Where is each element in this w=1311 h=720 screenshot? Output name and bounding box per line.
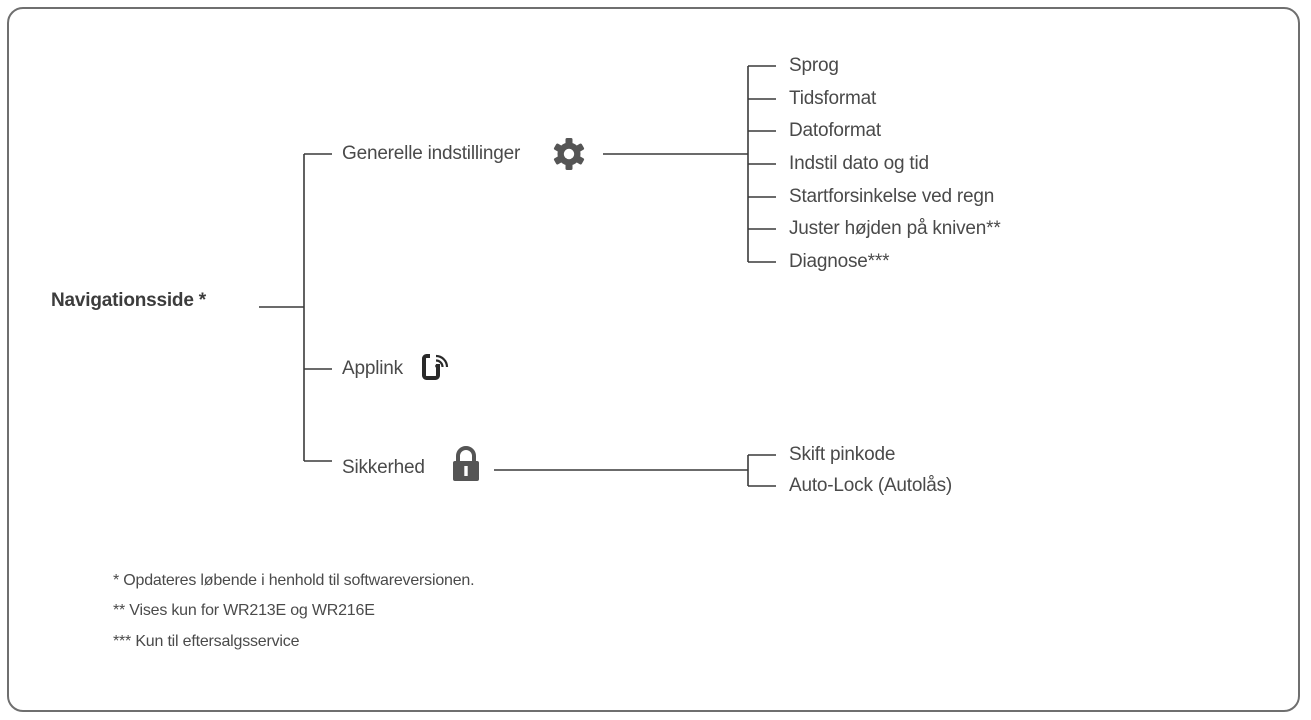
- branch-general-settings: Generelle indstillinger: [342, 143, 521, 164]
- child-diagnosis: Diagnose***: [789, 251, 890, 272]
- child-change-pin: Skift pinkode: [789, 444, 896, 465]
- branch-security: Sikkerhed: [342, 457, 425, 478]
- child-date-format: Datoformat: [789, 120, 881, 141]
- lock-icon: [453, 446, 479, 481]
- child-language: Sprog: [789, 55, 839, 76]
- phone-signal-icon: [422, 354, 449, 380]
- child-time-format: Tidsformat: [789, 88, 877, 109]
- child-rain-delay: Startforsinkelse ved regn: [789, 186, 995, 207]
- child-blade-height: Juster højden på kniven**: [789, 218, 1001, 239]
- footnote-3: *** Kun til eftersalgsservice: [113, 633, 300, 650]
- footnote-2: ** Vises kun for WR213E og WR216E: [113, 602, 375, 619]
- footnote-1: * Opdateres løbende i henhold til softwa…: [113, 572, 475, 589]
- root-node-label: Navigationsside *: [51, 290, 206, 311]
- diagram-frame: [7, 7, 1300, 712]
- branch-applink: Applink: [342, 358, 403, 379]
- child-set-date-time: Indstil dato og tid: [789, 153, 929, 174]
- child-auto-lock: Auto-Lock (Autolås): [789, 475, 953, 496]
- gear-icon: [553, 138, 585, 170]
